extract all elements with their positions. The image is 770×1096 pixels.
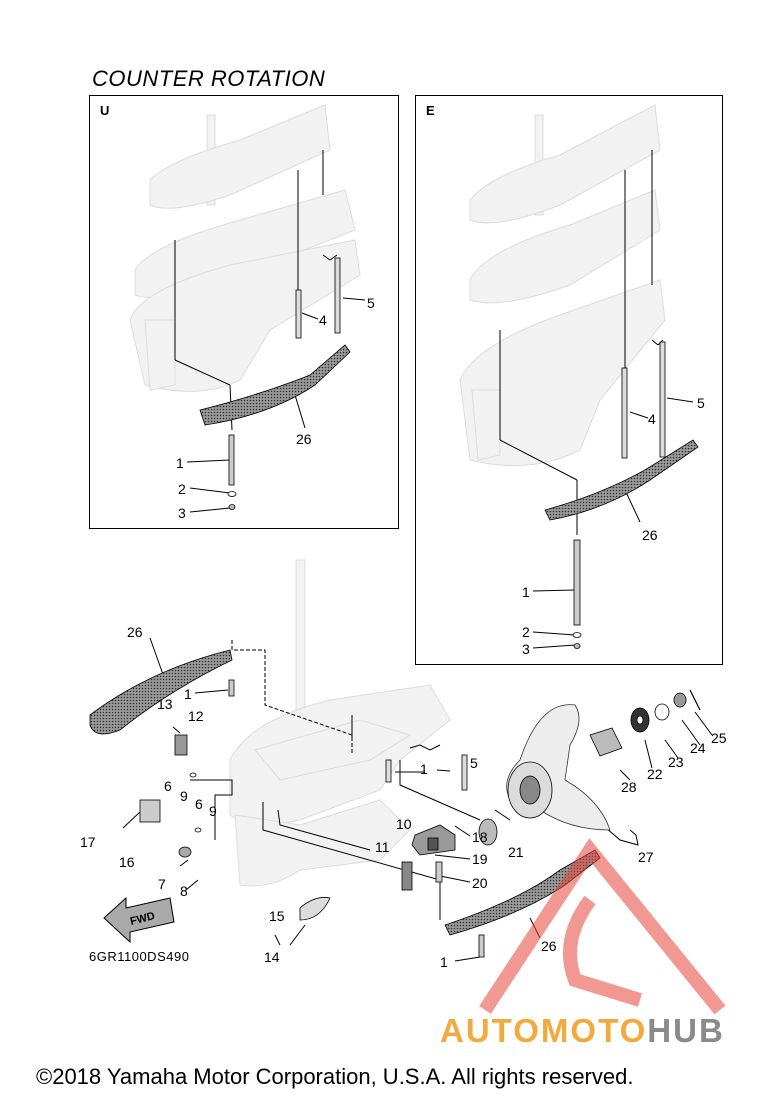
fwd-arrow-shape: [103, 896, 175, 944]
main-leader-lines: [122, 637, 713, 962]
callout-e-4: 4: [648, 411, 656, 427]
callout-u-3: 3: [178, 505, 186, 521]
callout-main-6a: 6: [164, 778, 172, 794]
callout-e-3: 3: [522, 641, 530, 657]
callout-main-10: 10: [396, 816, 412, 832]
main-housing-ghost: [229, 559, 451, 887]
callout-main-25: 25: [711, 730, 727, 746]
logo-part-hub: HUB: [647, 1012, 725, 1049]
e-leader-lines: [499, 150, 694, 649]
fwd-label: FWD: [128, 910, 157, 928]
callout-main-1a: 1: [184, 686, 192, 702]
u-parts: [199, 257, 351, 510]
callout-main-5: 5: [470, 755, 478, 771]
main-parts: [89, 649, 701, 958]
callout-u-4: 4: [319, 312, 327, 328]
callout-main-1c: 1: [440, 954, 448, 970]
callout-main-21: 21: [508, 844, 524, 860]
variant-box-e: E: [415, 95, 723, 665]
callout-e-5: 5: [697, 395, 705, 411]
variant-box-u: U: [89, 95, 399, 529]
variant-label-e: E: [426, 103, 435, 118]
callout-u-2: 2: [178, 481, 186, 497]
callout-main-26b: 26: [541, 938, 557, 954]
logo-part-auto: AUTO: [440, 1012, 541, 1049]
copyright-notice: ©2018 Yamaha Motor Corporation, U.S.A. A…: [36, 1064, 634, 1089]
callout-main-13: 13: [157, 696, 173, 712]
callout-u-26: 26: [296, 431, 312, 447]
callout-main-12: 12: [188, 708, 204, 724]
e-housing-ghost: [459, 104, 666, 467]
callout-u-5: 5: [367, 295, 375, 311]
callout-main-27: 27: [638, 849, 654, 865]
callout-main-23: 23: [668, 754, 684, 770]
watermark-logo: AUTOMOTOHUB: [440, 1012, 725, 1050]
callout-main-1b: 1: [420, 761, 428, 777]
callout-main-9b: 9: [209, 803, 217, 819]
callout-u-1: 1: [176, 455, 184, 471]
variant-label-u: U: [100, 103, 110, 118]
callout-e-2: 2: [522, 624, 530, 640]
callout-main-17: 17: [80, 834, 96, 850]
callout-main-22: 22: [647, 766, 663, 782]
callout-main-7: 7: [158, 876, 166, 892]
logo-part-moto: MOTO: [540, 1012, 648, 1049]
diagram-code: 6GR1100DS490: [89, 949, 190, 964]
callout-main-24: 24: [690, 740, 706, 756]
callout-main-26a: 26: [127, 624, 143, 640]
callout-e-26: 26: [642, 527, 658, 543]
e-parts: [544, 341, 699, 649]
callout-main-11: 11: [375, 839, 390, 855]
callout-main-19: 19: [472, 851, 488, 867]
callout-main-14: 14: [264, 949, 280, 965]
page-title: COUNTER ROTATION: [92, 66, 326, 91]
callout-main-6b: 6: [195, 796, 203, 812]
callout-main-8: 8: [180, 883, 188, 899]
callout-main-18: 18: [472, 829, 488, 845]
watermark-triangle: [479, 838, 726, 1015]
callout-main-9a: 9: [180, 788, 188, 804]
callout-main-20: 20: [472, 875, 488, 891]
callout-main-15: 15: [269, 908, 285, 924]
fwd-arrow: FWD: [104, 896, 174, 944]
callout-e-1: 1: [522, 584, 530, 600]
callout-main-28: 28: [621, 779, 637, 795]
u-housing-ghost: [129, 104, 361, 392]
callout-main-16: 16: [119, 854, 135, 870]
